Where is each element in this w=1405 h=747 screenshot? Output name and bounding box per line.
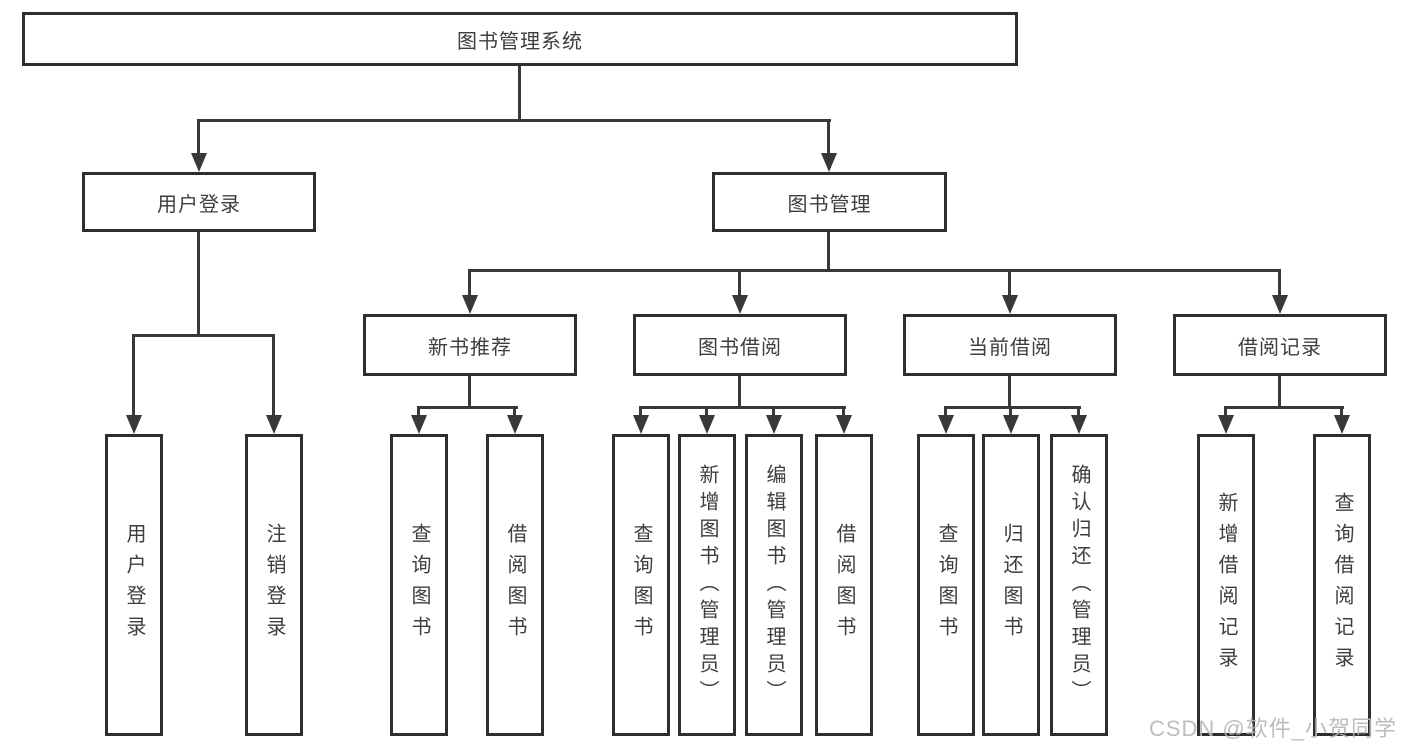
connector-br-stem	[1278, 376, 1281, 409]
arrow-down-icon	[126, 415, 142, 434]
arrow-down-icon	[462, 295, 478, 314]
leaf-cb-query-books: 查询图书	[917, 434, 975, 736]
connector-drop-rec-query	[417, 406, 420, 418]
arrow-down-icon	[1071, 415, 1087, 434]
connector-drop-br-add	[1224, 406, 1227, 418]
connector-userlogin-rail	[132, 334, 275, 337]
connector-drop-bb-edit	[772, 406, 775, 418]
connector-drop-user-login	[197, 119, 200, 156]
node-current-borrow: 当前借阅	[903, 314, 1117, 376]
leaf-cb-confirm-return-admin: 确认归还（管理员）	[1050, 434, 1108, 736]
connector-drop-bb-add	[705, 406, 708, 418]
connector-rec-rail	[417, 406, 518, 409]
arrow-down-icon	[1003, 415, 1019, 434]
connector-drop-book-borrow	[738, 269, 741, 298]
connector-cb-rail	[944, 406, 1081, 409]
connector-userlogin-stem	[197, 232, 200, 336]
arrow-down-icon	[1002, 295, 1018, 314]
arrow-down-icon	[699, 415, 715, 434]
connector-drop-cb-return	[1009, 406, 1012, 418]
connector-rec-stem	[468, 376, 471, 409]
connector-drop-rec-borrow	[513, 406, 516, 418]
connector-bb-stem	[738, 376, 741, 409]
arrow-down-icon	[1334, 415, 1350, 434]
leaf-rec-borrow-books: 借阅图书	[486, 434, 544, 736]
leaf-cb-return-books: 归还图书	[982, 434, 1040, 736]
leaf-bb-edit-books-admin: 编辑图书（管理员）	[745, 434, 803, 736]
node-new-book-rec: 新书推荐	[363, 314, 577, 376]
connector-drop-borrow-records	[1278, 269, 1281, 298]
leaf-rec-query-books: 查询图书	[390, 434, 448, 736]
connector-drop-book-mgmt	[827, 119, 830, 156]
connector-bb-rail	[639, 406, 846, 409]
connector-root-stem	[518, 66, 521, 121]
connector-drop-bb-query	[639, 406, 642, 418]
arrow-down-icon	[411, 415, 427, 434]
arrow-down-icon	[938, 415, 954, 434]
arrow-down-icon	[266, 415, 282, 434]
node-book-mgmt: 图书管理	[712, 172, 947, 232]
arrow-down-icon	[821, 153, 837, 172]
connector-drop-cb-confirm	[1077, 406, 1080, 418]
node-borrow-records: 借阅记录	[1173, 314, 1387, 376]
connector-drop-bb-borrow	[842, 406, 845, 418]
connector-bookmgmt-stem	[827, 232, 830, 272]
node-user-login: 用户登录	[82, 172, 316, 232]
connector-drop-leaf-user-login	[132, 334, 135, 418]
arrow-down-icon	[191, 153, 207, 172]
arrow-down-icon	[1218, 415, 1234, 434]
connector-drop-current-borrow	[1008, 269, 1011, 298]
connector-root-rail	[197, 119, 831, 122]
arrow-down-icon	[633, 415, 649, 434]
arrow-down-icon	[507, 415, 523, 434]
leaf-br-add-record: 新增借阅记录	[1197, 434, 1255, 736]
leaf-user-login: 用户登录	[105, 434, 163, 736]
connector-drop-leaf-logout	[272, 334, 275, 418]
arrow-down-icon	[836, 415, 852, 434]
connector-br-rail	[1224, 406, 1344, 409]
arrow-down-icon	[1272, 295, 1288, 314]
node-book-borrow: 图书借阅	[633, 314, 847, 376]
leaf-bb-add-books-admin: 新增图书（管理员）	[678, 434, 736, 736]
node-root: 图书管理系统	[22, 12, 1018, 66]
arrow-down-icon	[766, 415, 782, 434]
connector-bookmgmt-rail	[468, 269, 1281, 272]
connector-cb-stem	[1008, 376, 1011, 409]
csdn-watermark: CSDN @软件_小贺同学	[1148, 716, 1397, 741]
arrow-down-icon	[732, 295, 748, 314]
connector-drop-cb-query	[944, 406, 947, 418]
connector-drop-br-query	[1340, 406, 1343, 418]
connector-drop-new-book-rec	[468, 269, 471, 298]
leaf-bb-borrow-books: 借阅图书	[815, 434, 873, 736]
leaf-logout: 注销登录	[245, 434, 303, 736]
leaf-bb-query-books: 查询图书	[612, 434, 670, 736]
leaf-br-query-record: 查询借阅记录	[1313, 434, 1371, 736]
